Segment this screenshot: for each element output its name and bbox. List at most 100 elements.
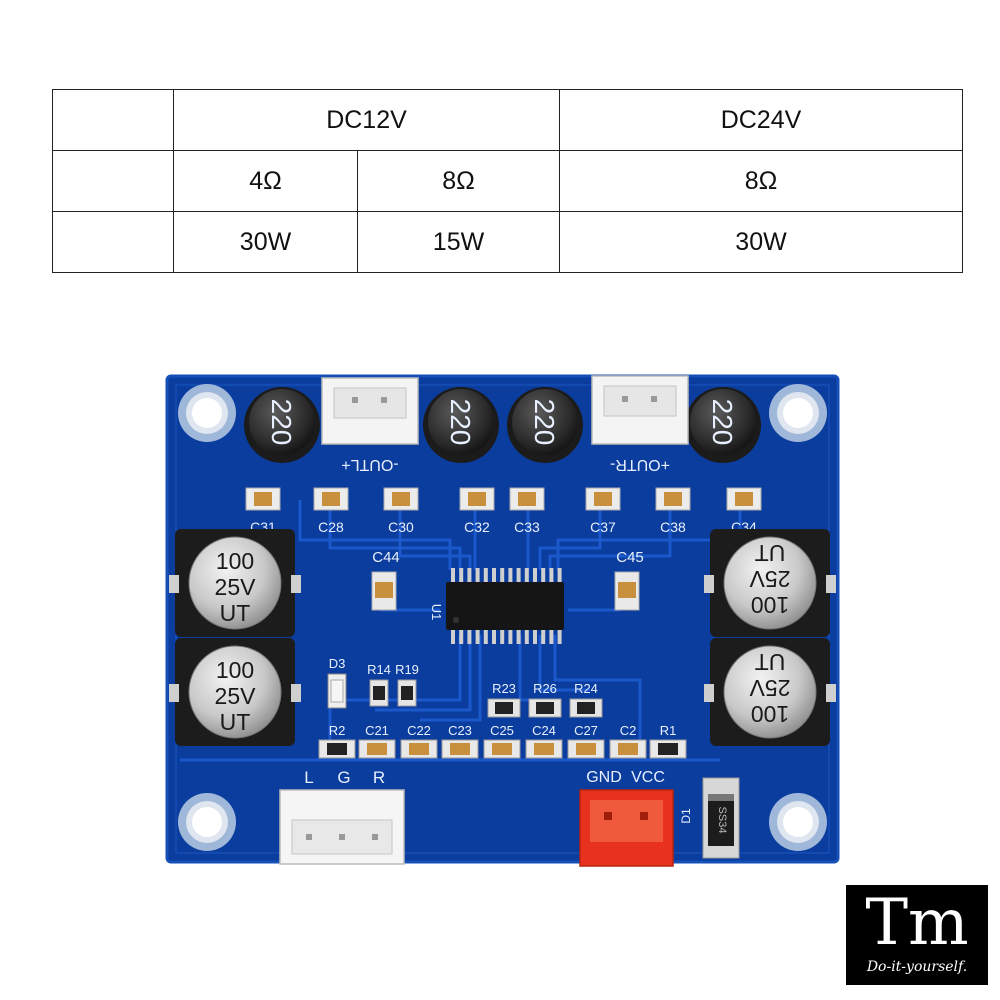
output-left-header[interactable] <box>321 377 419 445</box>
smd-capacitor: C24 <box>525 723 563 759</box>
ic-pin <box>524 628 529 644</box>
capacitor-rating: 100 <box>751 701 789 727</box>
inductor-mark: 220 <box>529 399 560 446</box>
smd-capacitor: C30 <box>383 487 419 535</box>
smd-capacitor: C38 <box>655 487 691 535</box>
ic-pin <box>451 628 455 644</box>
component-label: C2 <box>620 723 637 738</box>
watermark-tagline: Do-it-yourself. <box>866 959 968 975</box>
c44-label: C44 <box>372 549 400 566</box>
component-label: R2 <box>329 723 346 738</box>
power-24: 30W <box>559 211 963 273</box>
smd-capacitor: C32 <box>459 487 495 535</box>
capacitor-rating: UT <box>755 649 786 675</box>
ic-pin <box>549 628 554 644</box>
ic-pin <box>541 628 546 644</box>
diode-mark: SS34 <box>716 807 728 834</box>
ic-pin <box>500 628 505 644</box>
mounting-hole-bl <box>178 793 236 851</box>
ic-pin <box>483 628 488 644</box>
smd-capacitor: C34 <box>726 487 762 535</box>
power-12-a: 30W <box>173 211 358 273</box>
ic-pin <box>475 568 480 584</box>
inductor-mark: 220 <box>707 399 738 446</box>
impedance-12-a: 4Ω <box>173 150 358 212</box>
resistor: R23 <box>487 681 521 718</box>
d1-label: D1 <box>679 808 693 824</box>
ic-pin <box>451 568 455 584</box>
ic-pin <box>459 568 464 584</box>
ic-pin <box>500 568 505 584</box>
smd-capacitor: C33 <box>509 487 545 535</box>
input-l-label: L <box>304 768 313 787</box>
ic-pin <box>549 568 554 584</box>
component-label: C30 <box>388 519 414 535</box>
output-right-header[interactable] <box>591 375 689 445</box>
inductor: 220 <box>244 387 320 463</box>
ic-pin <box>541 568 546 584</box>
amplifier-ic <box>446 582 564 630</box>
ic-pin <box>467 568 472 584</box>
audio-input-header[interactable] <box>279 789 405 865</box>
capacitor-rating: 100 <box>751 592 789 618</box>
smd-capacitor: C22 <box>400 723 438 759</box>
ic-pin <box>508 568 513 584</box>
ic-label: U1 <box>429 604 444 621</box>
resistor: R1 <box>649 723 687 759</box>
ic-pin <box>467 628 472 644</box>
capacitor-rating: 100 <box>216 548 254 574</box>
smd-capacitor: C21 <box>358 723 396 759</box>
capacitor-rating: 25V <box>749 566 791 592</box>
ic-pin <box>557 568 562 584</box>
inductor: 220 <box>507 387 583 463</box>
spec-blank <box>52 150 174 212</box>
capacitor-rating: 25V <box>749 675 791 701</box>
power-input-header[interactable] <box>579 789 674 867</box>
ic-pin <box>459 628 464 644</box>
resistor: R24 <box>569 681 603 718</box>
component-label: C28 <box>318 519 344 535</box>
component-label: C33 <box>514 519 540 535</box>
ic-pin <box>533 628 537 644</box>
ic-pin <box>475 628 480 644</box>
component-label: R1 <box>660 723 677 738</box>
ic-pin <box>508 628 513 644</box>
component-label: R24 <box>574 681 598 696</box>
watermark-badge: Tm Do-it-yourself. <box>846 885 988 985</box>
mounting-hole-tl <box>178 384 236 442</box>
ic-pin <box>483 568 488 584</box>
ic-pins <box>451 568 562 644</box>
vcc-label: VCC <box>631 769 665 786</box>
ic-pin <box>533 568 537 584</box>
smd-capacitor: C37 <box>585 487 621 535</box>
inductor: 220 <box>685 387 761 463</box>
component-label: C24 <box>532 723 556 738</box>
capacitor-rating: UT <box>220 600 251 626</box>
d3-label: D3 <box>329 656 346 671</box>
impedance-12-b: 8Ω <box>357 150 560 212</box>
spec-blank <box>52 89 174 151</box>
watermark-monogram: Tm <box>865 886 969 960</box>
component-label: C23 <box>448 723 472 738</box>
spec-table: DC12V DC24V 4Ω 8Ω 8Ω 30W 15W 30W <box>52 89 963 273</box>
smd-capacitor: C28 <box>313 487 349 535</box>
component-label: C27 <box>574 723 598 738</box>
ic-pin <box>516 568 521 584</box>
mounting-hole-tr <box>769 384 827 442</box>
smd-capacitor: C27 <box>567 723 605 759</box>
inductor-mark: 220 <box>266 399 297 446</box>
inductor-mark: 220 <box>445 399 476 446</box>
r14-label: R14 <box>367 662 391 677</box>
gnd-label: GND <box>586 769 622 786</box>
input-g-label: G <box>337 768 350 787</box>
capacitor-rating: 25V <box>215 683 257 709</box>
